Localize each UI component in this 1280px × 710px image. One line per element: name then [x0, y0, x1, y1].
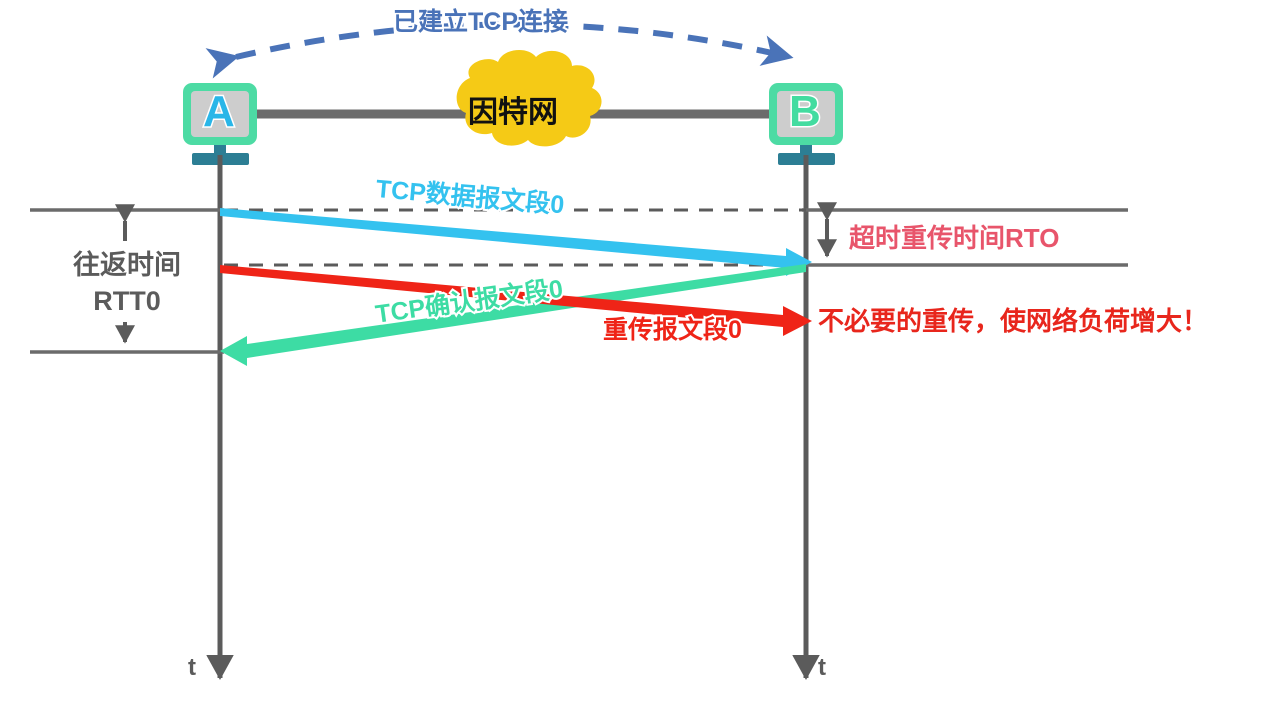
retransmit-segment-arrow	[220, 265, 812, 336]
dashed-projection-lines	[224, 208, 806, 267]
rtt-label-line1: 往返时间	[73, 250, 181, 280]
tcp-connection-arc-label: 已建立TCP连接	[391, 8, 570, 37]
host-a-icon	[183, 83, 257, 165]
retransmit-segment-label: 重传报文段0	[601, 316, 744, 345]
host-a-label: A	[202, 87, 237, 136]
rto-reference-lines	[802, 208, 1128, 267]
rtt-label-line2: RTT0	[93, 286, 161, 316]
time-axis-left-label: t	[188, 654, 196, 681]
internet-cloud-shape	[456, 49, 602, 147]
internet-cloud-label: 因特网	[468, 96, 558, 129]
host-b-icon	[769, 83, 843, 165]
rto-label: 超时重传时间RTO	[849, 223, 1060, 253]
host-b-label: B	[788, 87, 823, 136]
warning-label: 不必要的重传，使网络负荷增大！	[818, 306, 1209, 336]
tcp-connection-arc	[205, 21, 794, 79]
data-segment-arrow	[220, 208, 812, 276]
ack-segment-arrow	[220, 264, 806, 366]
time-axis-right-label: t	[818, 654, 826, 681]
